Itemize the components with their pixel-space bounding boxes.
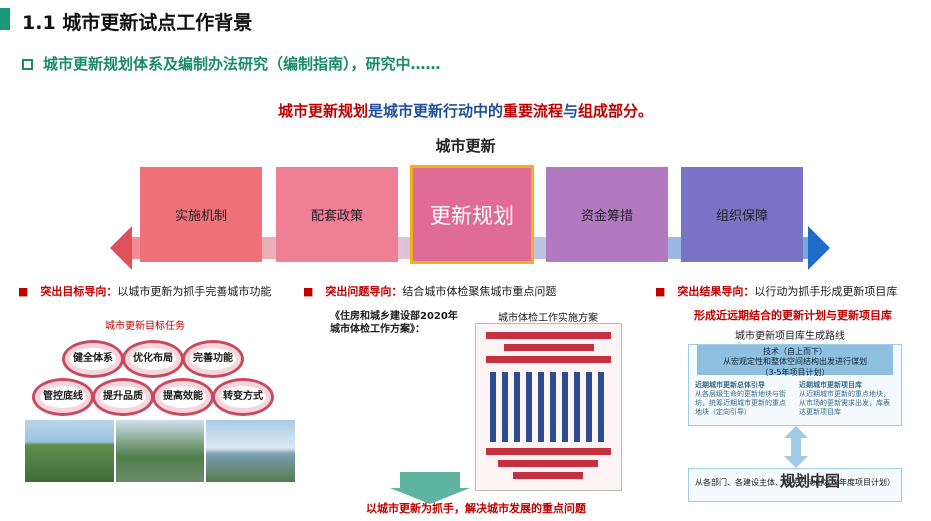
goal-ovals: 健全体系 优化布局 完善功能 管控底线 提升品质 提高效能 转变方式 <box>30 340 280 420</box>
arrow-right-icon <box>808 226 830 270</box>
oval-item: 完善功能 <box>182 340 244 378</box>
watermark: 规划中国 <box>780 472 841 490</box>
step-organization: 组织保障 <box>681 167 803 262</box>
panel-header: 技术（自上而下） 从宏观定性和整体空间结构出发进行谋划 （3-5年项目计划） <box>697 345 893 377</box>
city-photo <box>206 420 296 482</box>
step-funding: 资金筹措 <box>546 167 668 262</box>
page-subtitle: 城市更新规划体系及编制办法研究（编制指南），研究中…… <box>22 53 441 74</box>
doc-caption-2: 城市体检工作方案》： <box>330 324 425 335</box>
headline-part1: 城市更新规划 <box>277 102 368 120</box>
city-photo <box>25 420 114 482</box>
doc-title: 城市体检工作实施方案 <box>498 313 598 324</box>
arrow-left-icon <box>110 226 132 270</box>
page-title: 1.1 城市更新试点工作背景 <box>22 12 253 34</box>
panel-right-col: 近期城市更新项目库 从近期城市更新的重点地块，从市场的更新需求出发，库表达更新项… <box>799 381 890 417</box>
double-arrow-icon <box>784 426 808 468</box>
subtitle-text: 城市更新规划体系及编制办法研究（编制指南），研究中…… <box>43 55 441 73</box>
oval-item: 提升品质 <box>92 378 154 416</box>
project-path-panel: 技术（自上而下） 从宏观定性和整体空间结构出发进行谋划 （3-5年项目计划） 近… <box>688 344 902 426</box>
orientation-problem: ■突出问题导向：结合城市体检聚焦城市重点问题 <box>303 285 557 298</box>
path-title: 城市更新项目库生成路线 <box>735 331 845 342</box>
right-title: 形成近远期结合的更新计划与更新项目库 <box>694 309 892 322</box>
orientation-goal: ■突出目标导向：以城市更新为抓手完善城市功能 <box>18 285 272 298</box>
step-policy: 配套政策 <box>276 167 398 262</box>
headline-part5: 组成部分。 <box>578 102 654 120</box>
oval-item: 健全体系 <box>62 340 124 378</box>
orientation-result: ■突出结果导向：以行动为抓手形成更新项目库 <box>655 285 898 298</box>
down-arrow-shaft <box>400 472 460 488</box>
city-photo <box>115 420 205 482</box>
center-label: 城市更新 <box>435 137 496 155</box>
doc-caption-1: 《住房和城乡建设部2020年 <box>330 311 458 322</box>
checkbox-icon <box>22 59 33 70</box>
headline-part4: 与 <box>563 102 579 120</box>
city-photos <box>25 420 296 482</box>
project-source-panel: 从各部门、各建设主体、相关行动出发（年度项目计划） <box>688 468 902 502</box>
headline-part3: 重要流程 <box>502 102 563 120</box>
step-planning: 更新规划 <box>410 165 534 264</box>
left-caption: 城市更新目标任务 <box>105 321 185 332</box>
oval-item: 转变方式 <box>212 378 274 416</box>
headline: 城市更新规划是城市更新行动中的重要流程与组成部分。 <box>0 100 931 121</box>
step-implementation: 实施机制 <box>140 167 262 262</box>
oval-item: 优化布局 <box>122 340 184 378</box>
title-accent-bar <box>0 8 10 30</box>
oval-item: 管控底线 <box>32 378 94 416</box>
panel-left-col: 近期城市更新总体引导 从各层级生命的更新地块与街坊，统筹近期城市更新的重点地块（… <box>695 381 786 417</box>
plan-document-thumbnail <box>475 323 622 491</box>
down-arrow-icon <box>390 488 470 504</box>
oval-item: 提高效能 <box>152 378 214 416</box>
conclusion-text: 以城市更新为抓手，解决城市发展的重点问题 <box>366 502 586 515</box>
headline-part2: 是城市更新行动中的 <box>367 102 503 120</box>
